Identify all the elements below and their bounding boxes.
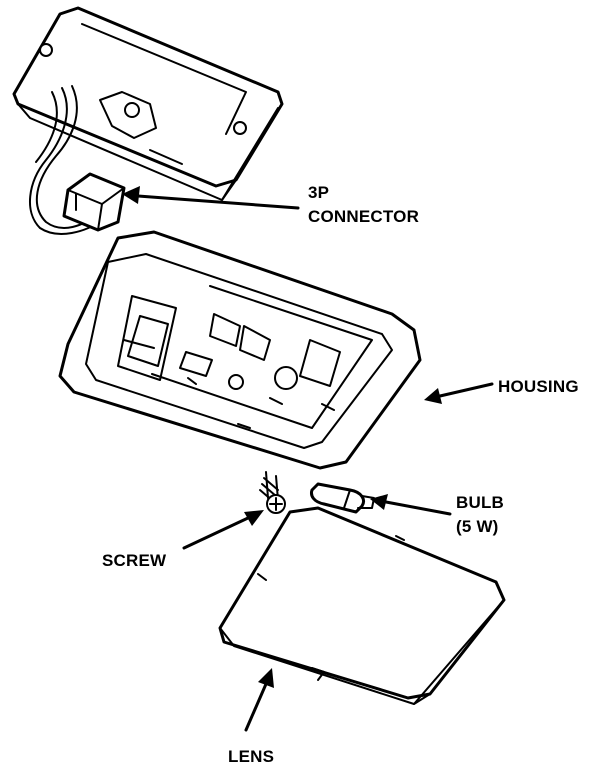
lens-label: LENS (228, 747, 274, 766)
bulb-label-line1: BULB (456, 493, 504, 512)
screw-leader-arrow (182, 510, 264, 550)
connector-label-line1: 3P (308, 183, 329, 202)
mounting-plate (12, 6, 284, 201)
terminal-screw-icon (124, 102, 140, 118)
3p-connector (62, 172, 126, 232)
housing-screw-hole-icon (228, 374, 244, 390)
bulb (310, 482, 375, 514)
connector-leader-arrow (122, 186, 300, 210)
screw (259, 471, 286, 514)
socket-icon (274, 366, 298, 390)
screw-label: SCREW (102, 551, 167, 570)
lens-leader-arrow (244, 668, 274, 732)
connector-label-line2: CONNECTOR (308, 207, 419, 226)
housing-label: HOUSING (498, 377, 579, 396)
switch-recess (117, 295, 177, 381)
mount-hole-icon (233, 121, 247, 135)
housing (58, 230, 422, 470)
wire-harness (29, 85, 103, 235)
bulb-label-line2: (5 W) (456, 517, 499, 536)
bulb-leader-arrow (370, 494, 452, 516)
mount-hole-icon (39, 43, 53, 57)
housing-leader-arrow (424, 382, 494, 404)
lens (218, 506, 506, 705)
